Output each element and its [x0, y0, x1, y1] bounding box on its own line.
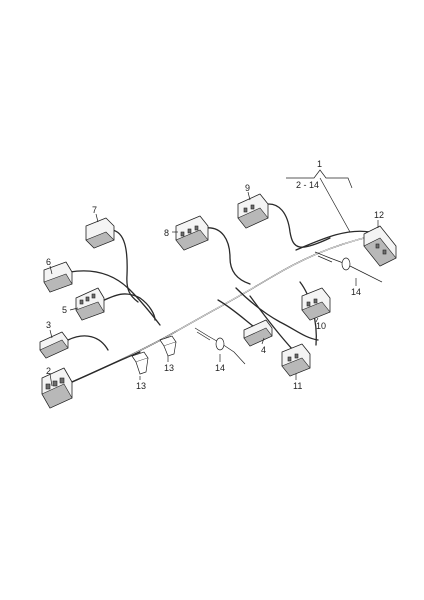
- connector-7: [85, 217, 115, 249]
- connector-10: [301, 287, 331, 321]
- connector-9: [237, 193, 269, 229]
- callout-11: 11: [293, 381, 302, 391]
- connector-3: [39, 331, 69, 359]
- branch-wire-12: [295, 230, 371, 251]
- branch-wire-3: [67, 335, 109, 351]
- callout-13-left: 13: [136, 381, 146, 391]
- clip-13-left: [131, 351, 149, 375]
- callout-14-right: 14: [351, 287, 361, 297]
- connector-5: [75, 287, 105, 321]
- callout-3: 3: [46, 320, 51, 330]
- branch-wire-11: [249, 295, 294, 351]
- callout-5: 5: [62, 305, 67, 315]
- branch-wire-8: [204, 227, 251, 285]
- branch-wire-2: [71, 351, 141, 383]
- branch-wire-4: [217, 299, 259, 331]
- callout-13-right: 13: [164, 363, 174, 373]
- callout-2: 2: [46, 366, 51, 376]
- branch-wire-10: [235, 287, 319, 341]
- branch-wire-6: [69, 270, 161, 326]
- connector-2: [41, 367, 73, 409]
- harness-wires: [64, 203, 373, 386]
- leader-lines: [49, 169, 379, 387]
- clip-13-right: [159, 335, 177, 357]
- connector-4: [243, 319, 273, 347]
- cable-tie-14-right: [314, 251, 383, 283]
- callout-7: 7: [92, 205, 97, 215]
- callout-4: 4: [261, 345, 266, 355]
- callout-8: 8: [164, 228, 169, 238]
- callout-10: 10: [316, 321, 326, 331]
- branch-wire-5: [99, 293, 156, 321]
- branch-wire-7: [111, 229, 139, 303]
- callout-14-left: 14: [215, 363, 225, 373]
- connector-12: [363, 225, 397, 267]
- callout-9: 9: [245, 183, 250, 193]
- cable-tie-14-left: [194, 327, 246, 365]
- callout-6: 6: [46, 257, 51, 267]
- connector-11: [281, 343, 311, 377]
- connector-8: [175, 215, 209, 251]
- callout-1: 1: [317, 159, 322, 169]
- callout-range-2-14: 2 - 14: [296, 180, 319, 190]
- callout-12: 12: [374, 210, 384, 220]
- branch-wire-9: [261, 203, 331, 248]
